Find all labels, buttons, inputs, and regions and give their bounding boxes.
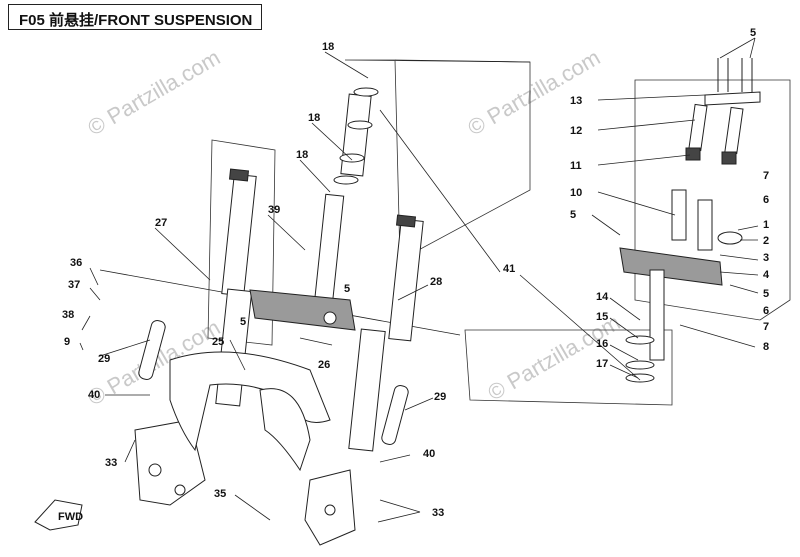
callout-2: 2 bbox=[763, 235, 769, 247]
callout-16: 16 bbox=[596, 338, 608, 350]
callout-6: 6 bbox=[763, 305, 769, 317]
callout-41: 41 bbox=[503, 263, 515, 275]
callout-10: 10 bbox=[570, 187, 582, 199]
callout-14: 14 bbox=[596, 291, 609, 303]
callout-5: 5 bbox=[763, 288, 769, 300]
callout-5: 5 bbox=[570, 209, 576, 221]
callout-8: 8 bbox=[763, 341, 769, 353]
direction-badge-text: FWD bbox=[58, 511, 83, 523]
title-box: F05 前悬挂/FRONT SUSPENSION bbox=[8, 4, 262, 30]
frame-line bbox=[394, 59, 531, 63]
callout-4: 4 bbox=[763, 269, 770, 281]
leader-lines bbox=[79, 37, 759, 523]
callout-35: 35 bbox=[214, 488, 226, 500]
right-fork-leg bbox=[304, 469, 356, 546]
callout-5: 5 bbox=[344, 283, 350, 295]
callout-39: 39 bbox=[268, 204, 280, 216]
callout-37: 37 bbox=[68, 279, 80, 291]
callout-13: 13 bbox=[570, 95, 582, 107]
center-damper bbox=[313, 87, 379, 307]
direction-badge: FWD bbox=[34, 499, 83, 531]
right-fork-tube bbox=[348, 214, 424, 452]
callout-26: 25 bbox=[212, 336, 224, 348]
callout-labels: 18 18 18 39 27 5 5 26 28 41 25 36 37 38 … bbox=[62, 27, 770, 519]
right-lower-frame bbox=[464, 329, 673, 406]
callout-29: 29 bbox=[98, 353, 110, 365]
callout-12: 12 bbox=[570, 125, 582, 137]
page-title: F05 前悬挂/FRONT SUSPENSION bbox=[19, 12, 253, 29]
front-fender bbox=[169, 351, 331, 472]
callout-7: 7 bbox=[763, 170, 769, 182]
fork-guard bbox=[138, 320, 409, 445]
callout-3: 3 bbox=[763, 252, 769, 264]
callout-38: 38 bbox=[62, 309, 74, 321]
callout-17: 17 bbox=[596, 358, 608, 370]
left-fork-leg bbox=[134, 419, 206, 506]
triple-clamp-stack bbox=[619, 58, 761, 383]
callout-33: 33 bbox=[432, 507, 444, 519]
callout-7: 7 bbox=[763, 321, 769, 333]
callout-33: 33 bbox=[105, 457, 117, 469]
callout-6: 6 bbox=[763, 194, 769, 206]
callout-27: 27 bbox=[155, 217, 167, 229]
callout-1: 1 bbox=[763, 219, 769, 231]
callout-5: 5 bbox=[750, 27, 756, 39]
left-fork-frame bbox=[207, 139, 276, 346]
callout-15: 15 bbox=[596, 311, 608, 323]
callout-36: 36 bbox=[70, 257, 82, 269]
callout-40: 40 bbox=[88, 389, 100, 401]
callout-18: 18 bbox=[308, 112, 320, 124]
callout-18: 18 bbox=[322, 41, 334, 53]
callout-40: 40 bbox=[423, 448, 435, 460]
callout-11: 11 bbox=[570, 160, 582, 172]
callout-9: 9 bbox=[64, 336, 70, 348]
callout-29: 29 bbox=[434, 391, 446, 403]
callout-28: 28 bbox=[430, 276, 442, 288]
callout-21: 18 bbox=[296, 149, 308, 161]
brake-bracket bbox=[249, 289, 356, 331]
callout-5: 5 bbox=[240, 316, 246, 328]
callout-25: 26 bbox=[318, 359, 330, 371]
